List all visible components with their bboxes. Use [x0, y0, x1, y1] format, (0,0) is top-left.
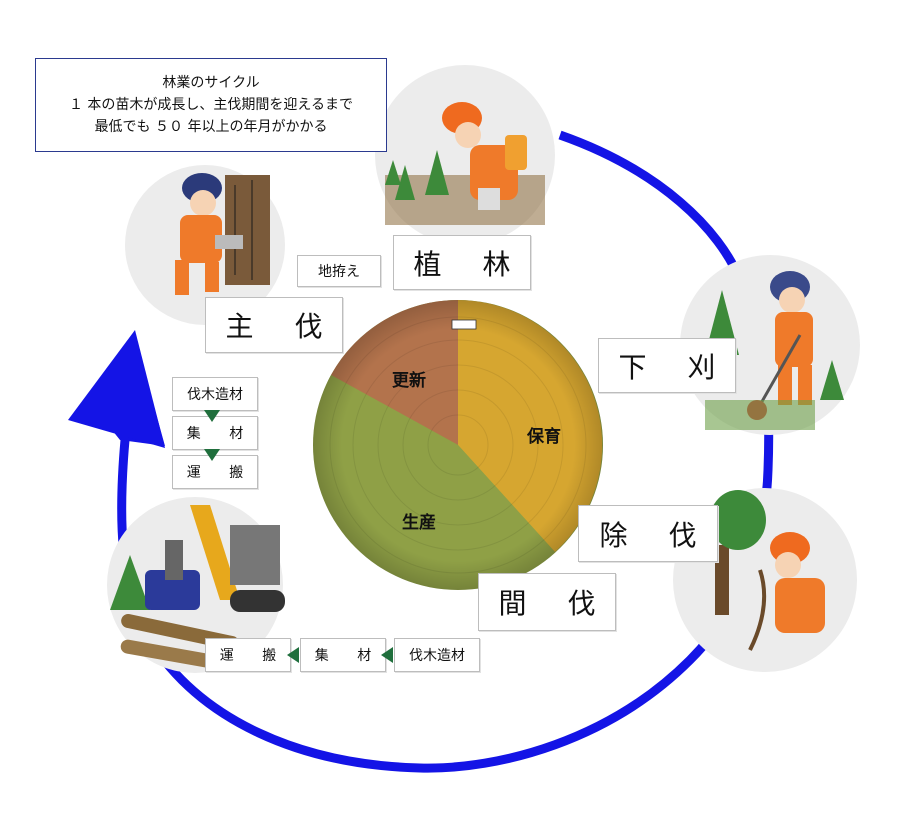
stage-label-planting: 植 林 — [393, 235, 531, 290]
arrow-down-icon — [204, 449, 220, 461]
illustration-logging — [107, 497, 285, 673]
process-vertical-felling: 伐木造材 — [172, 377, 258, 411]
process-horizontal-transport: 運 搬 — [205, 638, 291, 672]
note-title: 林業のサイクル — [162, 75, 260, 91]
arrow-left-icon — [381, 647, 393, 663]
stage-label-thinning: 間 伐 — [478, 573, 616, 631]
arrow-left-icon — [287, 647, 299, 663]
illustration-cleaning — [673, 488, 857, 672]
stage-label-site-prep: 地拵え — [297, 255, 381, 287]
illustration-planting — [375, 65, 555, 245]
stage-label-weeding: 下 刈 — [598, 338, 736, 393]
stage-label-final-cut: 主 伐 — [205, 297, 343, 353]
note-line-3: 最低でも ５０ 年以上の年月がかかる — [94, 119, 328, 135]
note-line-2: １ 本の苗木が成長し、主伐期間を迎えるまで — [68, 97, 354, 113]
stage-label-cleaning: 除 伐 — [578, 505, 718, 562]
forestry-cycle-note: 林業のサイクル １ 本の苗木が成長し、主伐期間を迎えるまで 最低でも ５０ 年以… — [35, 58, 387, 152]
segment-label-renewal: 更新 — [392, 371, 426, 391]
segment-label-production: 生産 — [402, 513, 436, 533]
arrow-down-icon — [204, 410, 220, 422]
process-horizontal-yarding: 集 材 — [300, 638, 386, 672]
process-horizontal-felling: 伐木造材 — [394, 638, 480, 672]
segment-label-tending: 保育 — [527, 427, 561, 447]
illustration-final-cut — [125, 165, 285, 325]
center-log-chart — [313, 300, 603, 590]
